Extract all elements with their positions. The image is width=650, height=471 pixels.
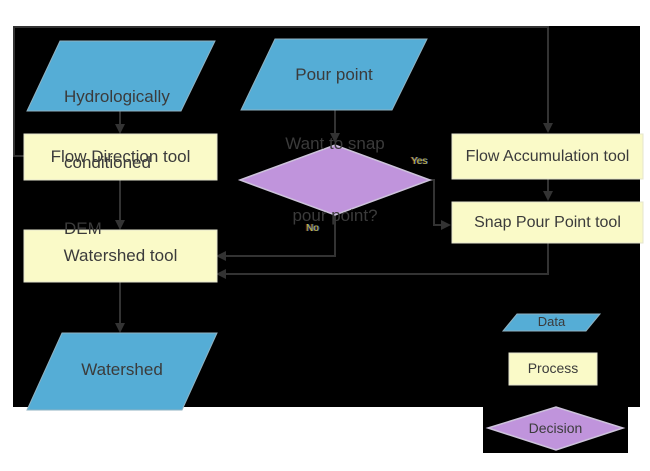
legend-decision-shape: [485, 406, 626, 451]
node-flow-direction-shape: [23, 133, 218, 181]
arrowhead-flowdirection-to-flowaccumulation: [543, 123, 553, 133]
arrowhead-pourpoint-to-decision: [330, 133, 340, 143]
arrowhead-snappourpoint-to-watershedtool: [216, 269, 226, 279]
legend-data-shape: [501, 313, 602, 332]
node-snap-pour-point-shape: [451, 201, 644, 244]
arrowhead-flowaccumulation-to-snappourpoint: [543, 191, 553, 201]
node-watershed-tool-shape: [23, 229, 218, 283]
arrowhead-decision-yes-to-snappourpoint: [441, 220, 451, 230]
edge-snappourpoint-to-watershedtool: [226, 243, 549, 275]
edge-decision-yes-to-snappourpoint: [430, 179, 441, 226]
arrowhead-flowdirection-to-watershedtool: [115, 220, 125, 230]
legend-process-shape: [508, 352, 598, 386]
arrowhead-dem-to-flowdirection: [115, 124, 125, 134]
edge-flowdirection-to-flowaccumulation: [13, 26, 549, 157]
node-flow-accumulation-shape: [451, 133, 644, 180]
node-watershed-shape: [26, 332, 218, 411]
arrowhead-decision-no-to-watershedtool: [216, 251, 226, 261]
node-decision-shape: [237, 144, 433, 216]
node-dem-shape: [26, 40, 216, 112]
node-pour-point-shape: [240, 38, 428, 111]
edge-decision-no-to-watershedtool: [226, 215, 336, 257]
arrowhead-watershedtool-to-watershed: [115, 323, 125, 333]
